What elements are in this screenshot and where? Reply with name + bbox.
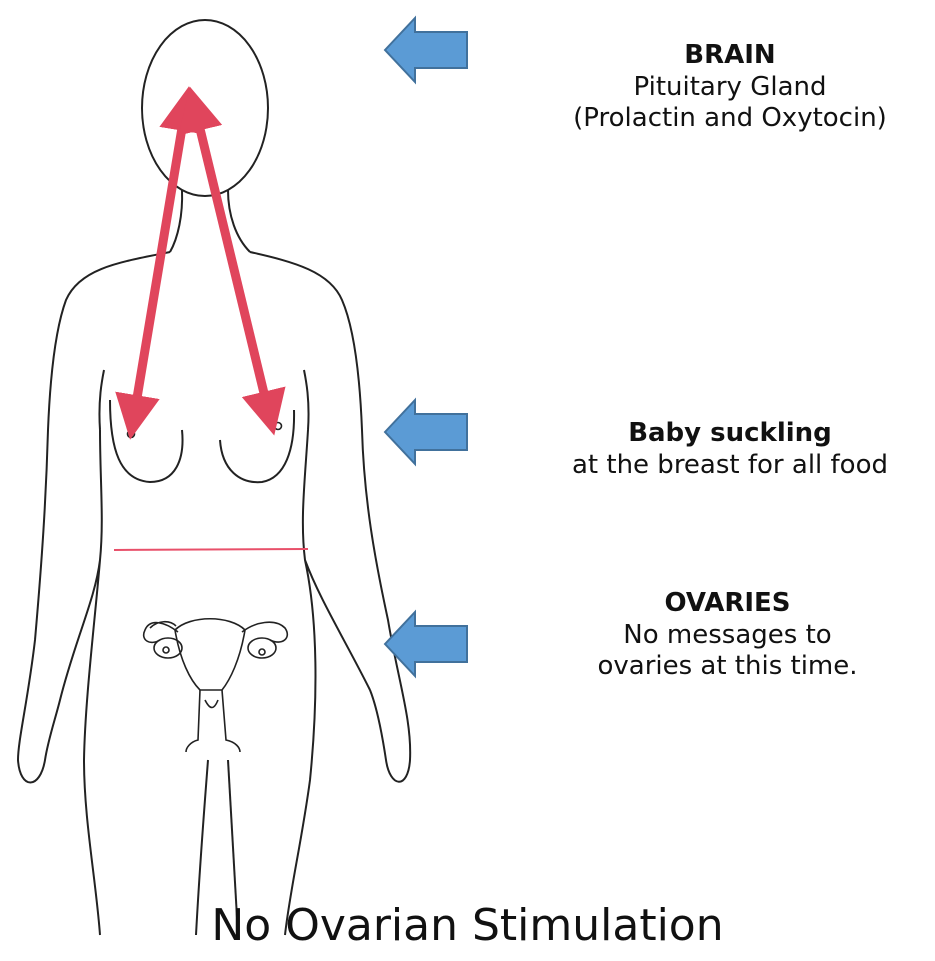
waist-line [114, 549, 308, 550]
ovaries-line-2: ovaries at this time. [540, 651, 915, 683]
body-outline-right [250, 252, 410, 935]
ovaries-line-1: No messages to [540, 620, 915, 652]
uterus-ovaries-illustration [144, 619, 288, 752]
left-nipple [128, 431, 135, 438]
signal-arrow-right [194, 104, 270, 418]
suckling-line-1: at the breast for all food [510, 450, 935, 482]
right-breast-outline [220, 410, 294, 482]
head-outline [142, 20, 268, 196]
right-nipple [275, 423, 282, 430]
suckling-title: Baby suckling [510, 418, 935, 450]
brain-line-1: Pituitary Gland [520, 72, 935, 104]
ovaries-label: OVARIES No messages to ovaries at this t… [540, 588, 915, 683]
suckling-label: Baby suckling at the breast for all food [510, 418, 935, 481]
pointer-arrow-brain [385, 18, 467, 82]
pointer-arrow-suckling [385, 400, 467, 464]
bottom-caption: No Ovarian Stimulation [0, 900, 935, 951]
brain-label: BRAIN Pituitary Gland (Prolactin and Oxy… [520, 40, 935, 135]
left-arm-inner [99, 370, 104, 430]
ovaries-title: OVARIES [540, 588, 915, 620]
left-breast-outline [110, 400, 183, 482]
right-arm-inner [304, 370, 309, 430]
brain-title: BRAIN [520, 40, 935, 72]
signal-arrow-left [133, 104, 186, 422]
brain-line-2: (Prolactin and Oxytocin) [520, 103, 935, 135]
